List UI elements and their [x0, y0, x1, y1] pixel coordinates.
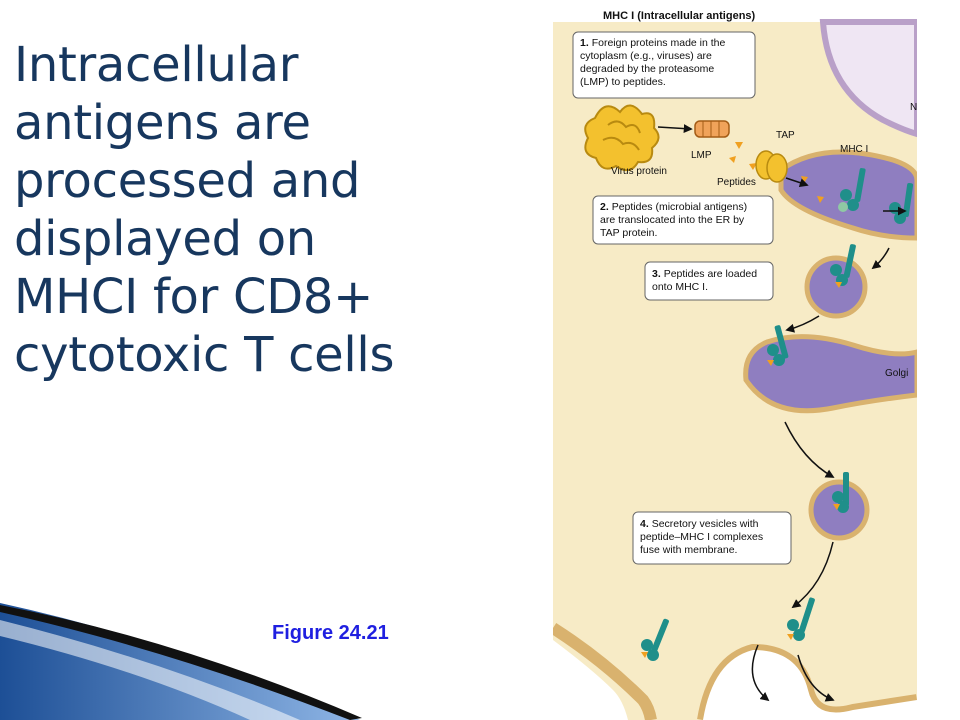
title-line: Intracellular [14, 37, 299, 93]
mhc1-molecules [641, 168, 914, 661]
step-text: cytoplasm (e.g., viruses) are [580, 50, 712, 62]
cell-membrane [553, 622, 657, 720]
golgi-label: Golgi [885, 368, 908, 379]
step-text: Secretory vesicles with [652, 518, 759, 530]
figure-caption: Figure 24.21 [272, 622, 389, 644]
title-line: antigens are [14, 95, 311, 151]
step-text: Peptides are loaded [664, 268, 758, 280]
svg-text:3. Peptides are loaded o: 3. Peptides are loaded onto MHC I. [652, 268, 760, 293]
peptides-label: Peptides [717, 177, 756, 188]
svg-text:2. Peptides (microbial antigen: 2. Peptides (microbial antigens) are tra… [600, 201, 750, 239]
virus-protein [584, 104, 660, 172]
golgi-apparatus [743, 334, 917, 414]
title-line: MHCI for CD8+ [14, 269, 374, 325]
diagram-header: MHC I (Intracellular antigens) [603, 10, 756, 22]
step-2-box: 2. Peptides (microbial antigens) are tra… [592, 195, 774, 245]
svg-text:1. Foreign proteins made in th: 1. Foreign proteins made in the cytoplas… [580, 37, 728, 88]
nucleus [819, 19, 917, 138]
title-line: displayed on [14, 211, 316, 267]
step-text: TAP protein. [600, 227, 657, 239]
lmp-proteasome [694, 120, 730, 138]
step-3-box: 3. Peptides are loaded onto MHC I. [644, 261, 774, 301]
step-text: fuse with membrane. [640, 544, 737, 556]
mhc1-pathway-diagram: MHC I (Intracellular antigens) 1. Foreig… [553, 0, 917, 720]
nucleus-label: N [910, 102, 917, 113]
step-text: are translocated into the ER by [600, 214, 745, 226]
step-number: 4. [640, 518, 649, 530]
title-line: cytotoxic T cells [14, 327, 395, 383]
step-number: 1. [580, 37, 589, 49]
svg-text:4. Secretory vesicles with: 4. Secretory vesicles with peptide–MHC I… [640, 518, 766, 556]
step-number: 3. [652, 268, 661, 280]
step-4-box: 4. Secretory vesicles with peptide–MHC I… [632, 511, 792, 565]
step-number: 2. [600, 201, 609, 213]
lmp-label: LMP [691, 150, 712, 161]
step-text: onto MHC I. [652, 281, 708, 293]
slide-title: Intracellular antigens are processed and… [14, 36, 534, 384]
transport-vesicle [804, 255, 868, 319]
step-text: Peptides (microbial antigens) [612, 201, 747, 213]
pathway-arrows [751, 206, 907, 702]
tap-transporter [755, 150, 788, 183]
step-text: (LMP) to peptides. [580, 76, 666, 88]
step-text: peptide–MHC I complexes [640, 531, 763, 543]
step-text: Foreign proteins made in the [592, 37, 726, 49]
title-line: processed and [14, 153, 361, 209]
virus-protein-label: Virus protein [611, 166, 667, 177]
tap-label: TAP [776, 130, 795, 141]
step-text: degraded by the proteasome [580, 63, 714, 75]
step-1-box: 1. Foreign proteins made in the cytoplas… [572, 31, 756, 99]
mhc1-label: MHC I [840, 144, 868, 155]
